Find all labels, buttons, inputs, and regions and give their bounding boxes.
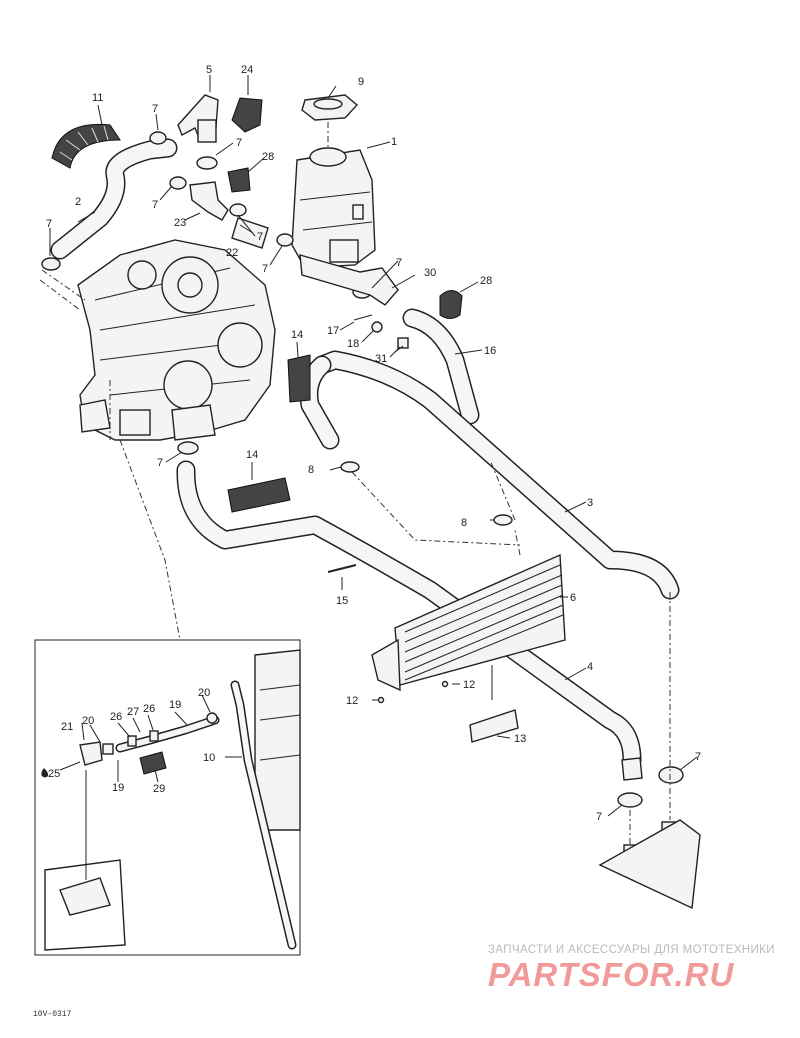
outlet-fitting-30	[299, 254, 399, 306]
callout-20-b: 20	[82, 715, 94, 727]
leader-lines	[49, 75, 698, 817]
callout-7-f: 7	[262, 263, 268, 275]
bellow-28-top	[227, 167, 251, 193]
callout-12-b: 12	[463, 679, 475, 691]
heat-exchanger-6	[371, 553, 566, 692]
clamp-8-lower	[493, 514, 513, 526]
corrugated-hose-14-lower	[227, 477, 291, 513]
callout-30: 30	[424, 267, 436, 279]
callout-19-b: 19	[112, 782, 124, 794]
hose-16	[402, 308, 480, 425]
callout-7-h: 7	[157, 457, 163, 469]
callout-14-a: 14	[291, 329, 303, 341]
callout-12-a: 12	[346, 695, 358, 707]
callout-26-b: 26	[143, 703, 155, 715]
callout-29: 29	[153, 783, 165, 795]
detail-inset	[34, 639, 301, 956]
callout-7-d: 7	[152, 199, 158, 211]
callout-3: 3	[587, 497, 593, 509]
tee-fitting-23	[189, 181, 229, 221]
drawing-code: 10V-0317	[33, 1010, 72, 1019]
callout-7-e: 7	[257, 231, 263, 243]
callout-8-a: 8	[308, 464, 314, 476]
callout-8-b: 8	[461, 517, 467, 529]
callout-25: 25	[48, 768, 60, 780]
callout-17: 17	[327, 325, 339, 337]
callout-2: 2	[75, 196, 81, 208]
callout-15: 15	[336, 595, 348, 607]
corrugated-hose-14-upper	[287, 354, 311, 403]
reservoir-cap	[301, 94, 359, 121]
callout-13: 13	[514, 733, 526, 745]
callout-21: 21	[61, 721, 73, 733]
callout-18: 18	[347, 338, 359, 350]
callout-31: 31	[375, 353, 387, 365]
callout-numbers: 1 2 3 4 5 6 7 7 7 7 7 7 7 7 7 7 8 8 9 10…	[46, 64, 701, 823]
callout-22: 22	[226, 247, 238, 259]
callout-1: 1	[391, 136, 397, 148]
callout-11: 11	[92, 92, 103, 104]
hose-4-end	[621, 757, 643, 781]
callout-7-c: 7	[236, 137, 242, 149]
callout-9: 9	[358, 76, 364, 88]
pin-15	[327, 564, 357, 573]
callout-5: 5	[206, 64, 212, 76]
callout-28-b: 28	[480, 275, 492, 287]
callout-24: 24	[241, 64, 253, 76]
callout-16: 16	[484, 345, 496, 357]
callout-7-a: 7	[46, 218, 52, 230]
block-13	[469, 709, 519, 743]
corrugated-hose-11	[51, 123, 121, 169]
callout-27: 27	[127, 706, 139, 718]
callout-28-a: 28	[262, 151, 274, 163]
callout-7-j: 7	[596, 811, 602, 823]
callout-7-g: 7	[396, 257, 402, 269]
clamp-8-upper	[340, 461, 360, 473]
callout-19-a: 19	[169, 699, 181, 711]
hose-2	[50, 138, 178, 260]
elbow-fitting-5	[177, 94, 219, 143]
watermark-tagline: ЗАПЧАСТИ И АКСЕССУАРЫ ДЛЯ МОТОТЕХНИКИ	[488, 944, 775, 956]
callout-4: 4	[587, 661, 593, 673]
callout-20-a: 20	[198, 687, 210, 699]
callout-7-b: 7	[152, 103, 158, 115]
engine-block	[77, 239, 276, 441]
callout-14-b: 14	[246, 449, 258, 461]
callout-7-i: 7	[695, 751, 701, 763]
watermark-logo: PARTSFOR.RU	[488, 956, 735, 993]
bellow-28-right	[439, 290, 463, 319]
callout-6: 6	[570, 592, 576, 604]
callout-23: 23	[174, 217, 186, 229]
corrugated-hose-24	[231, 97, 263, 133]
hose-4	[176, 460, 642, 770]
drop-icon	[41, 768, 49, 778]
callout-10: 10	[203, 752, 215, 764]
screw-17-washer-18-bolt-31	[353, 314, 409, 349]
callout-26: 26	[110, 711, 122, 723]
coolant-reservoir	[291, 147, 376, 269]
